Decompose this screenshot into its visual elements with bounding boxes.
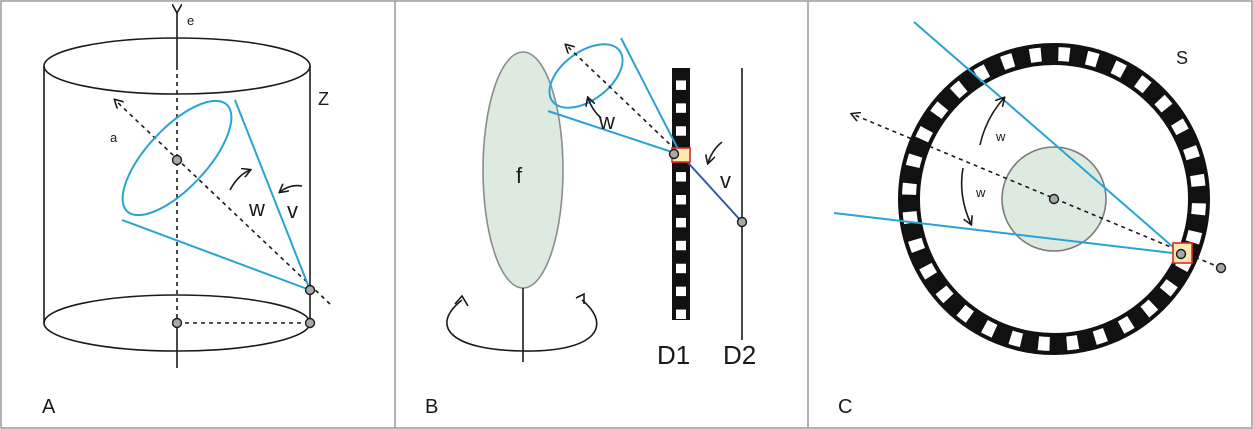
object-f: [482, 51, 564, 289]
label-d2: D2: [723, 340, 756, 370]
detector-ring-cell: [1117, 315, 1135, 334]
detector-ring-cell: [935, 285, 954, 304]
label-f: f: [516, 163, 523, 188]
center-point-c: [1048, 193, 1060, 205]
interaction-point-c: [1175, 248, 1187, 260]
beam-line-upper: [913, 21, 1182, 255]
detector-d1-cell: [676, 240, 686, 251]
detector-ring-cell: [1185, 229, 1203, 245]
detector-ring-cell: [1140, 299, 1159, 318]
detector-d1-cell: [676, 309, 686, 319]
label-v-b: v: [720, 168, 731, 193]
detector-ring-cell: [1008, 330, 1024, 348]
detector-d1-cell: [676, 126, 686, 136]
interaction-point-b: [668, 148, 680, 160]
d2-point: [736, 216, 748, 228]
detector-d1-cell: [676, 195, 686, 205]
detector-ring-cell: [1110, 60, 1127, 78]
panel-label-c: C: [838, 396, 852, 418]
angle-w-arc-c1: [979, 98, 1004, 146]
detector-ring-cell: [905, 153, 923, 169]
panel-c: S w w C: [833, 21, 1227, 418]
detector-d1-cell: [676, 172, 686, 182]
detector-ring-cell: [1092, 328, 1108, 345]
detector-ring-cell: [930, 101, 949, 119]
direction-line-c: [852, 114, 1222, 269]
detector-ring-cell: [1000, 53, 1016, 70]
detector-ring-cell: [919, 262, 938, 280]
cone-b: [547, 37, 682, 156]
projected-point: [304, 317, 316, 329]
detector-ring-cell: [908, 237, 925, 253]
label-w-c2: w: [975, 185, 986, 200]
detector-ring-cell: [1028, 47, 1042, 63]
label-z: Z: [318, 89, 329, 109]
detector-ring-cell: [902, 182, 917, 195]
cone-a: [121, 99, 311, 291]
detector-ring-cell: [1159, 279, 1178, 297]
detector-ring-s: [898, 43, 1210, 355]
detector-d1: [672, 68, 690, 320]
detector-ring-cell: [981, 320, 998, 338]
direction-line-b: [566, 45, 682, 156]
beam-line-lower: [833, 212, 1182, 255]
rotation-arrow: [446, 299, 598, 352]
detector-d1-cell: [676, 286, 686, 297]
detector-ring-cell: [1191, 203, 1206, 216]
detector-ring-cell: [1154, 94, 1173, 113]
panel-a: e Z a w v A: [42, 12, 331, 418]
source-point: [304, 284, 316, 296]
detector-ring-cell: [1190, 173, 1206, 187]
detector-ring-cell: [1058, 47, 1071, 62]
panel-label-b: B: [425, 396, 438, 418]
detector-ring-cell: [1170, 118, 1189, 136]
rotation-arrow-head-left: [454, 294, 469, 307]
angle-w-arc-c2: [960, 167, 971, 224]
detector-ring-cell: [956, 304, 974, 323]
detector-d1-cell: [676, 103, 686, 113]
base-center-point: [171, 317, 183, 329]
detector-ring-cell: [1066, 335, 1080, 351]
panel-label-a: A: [42, 396, 56, 418]
label-w-c1: w: [995, 129, 1006, 144]
rotation-arrow-head-right: [575, 292, 585, 304]
detector-d1-cell: [676, 80, 686, 90]
end-point-c: [1215, 262, 1227, 274]
label-w-b: w: [598, 109, 615, 134]
label-v: v: [287, 198, 298, 223]
center-point: [171, 154, 183, 166]
label-s: S: [1176, 48, 1188, 68]
detector-d1-cell: [676, 217, 686, 228]
detector-ring-cell: [1084, 50, 1100, 68]
detector-ring-cell: [1134, 75, 1152, 94]
detector-ring-body: [898, 43, 1210, 355]
panel-b: f w v D1 D2 B: [425, 37, 756, 418]
detector-ring-cell: [1037, 336, 1050, 351]
label-d1: D1: [657, 340, 690, 370]
direction-a-line: [115, 100, 331, 305]
scatter-line-v: [680, 154, 743, 223]
angle-v-arc-b: [708, 141, 723, 163]
detector-ring-cell: [973, 64, 991, 83]
label-e: e: [187, 13, 194, 28]
detector-ring-cell: [915, 126, 933, 143]
label-a: a: [110, 130, 118, 145]
angle-v-arc: [280, 186, 303, 192]
detector-ring-cell: [949, 80, 968, 99]
detector-d1-cell: [676, 263, 686, 274]
detector-ring-cell: [1183, 145, 1200, 161]
label-w: w: [248, 196, 265, 221]
angle-w-arc-b: [588, 98, 602, 119]
angle-w-arc: [229, 170, 250, 191]
